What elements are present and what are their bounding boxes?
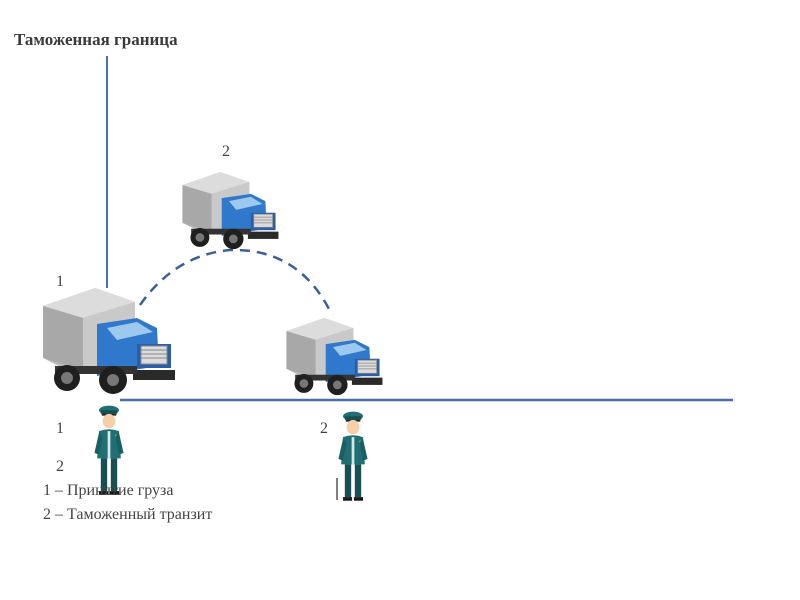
legend-item-1: 1 – Принятие груза <box>43 482 174 499</box>
truck-left <box>42 288 176 395</box>
label-officer-left-sub: 2 <box>56 458 64 475</box>
label-truck-top: 2 <box>222 143 230 160</box>
truck-right <box>286 318 383 396</box>
transit-arc-dashed <box>138 248 334 316</box>
legend-item-2: 2 – Таможенный транзит <box>43 506 213 523</box>
truck-top <box>182 172 279 250</box>
label-truck-left: 1 <box>56 273 64 290</box>
label-officer-right: 2 <box>320 420 328 437</box>
customs-officer-right <box>338 411 368 501</box>
customs-border-title: Таможенная граница <box>14 30 178 49</box>
label-officer-left: 1 <box>56 420 64 437</box>
